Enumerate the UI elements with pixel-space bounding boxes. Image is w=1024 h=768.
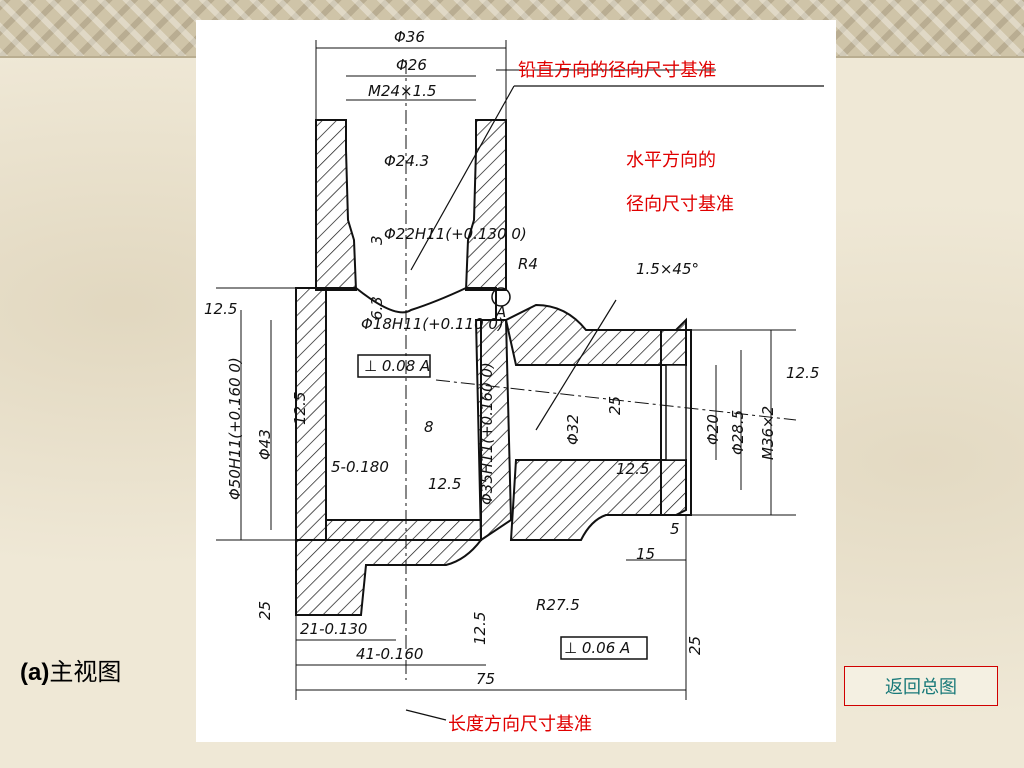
rough-center: 12.5	[428, 475, 462, 493]
dim-len41: 41-0.160	[356, 645, 424, 663]
rough-63: 6.3	[368, 296, 386, 320]
dim-r4: R4	[518, 255, 538, 273]
rough-25-mid: 25	[606, 395, 624, 415]
dim-d26: Φ26	[396, 56, 427, 74]
dim-d20: Φ20	[704, 414, 722, 445]
datum-a-label: A	[496, 303, 507, 321]
rough-bore: 12.5	[291, 391, 309, 425]
dim-len15: 15	[636, 545, 656, 563]
length-datum-label: 长度方向尺寸基准	[448, 714, 592, 735]
back-to-overview-button[interactable]: 返回总图	[844, 666, 998, 706]
rough-left: 12.5	[204, 300, 238, 318]
dim-chamfer: 1.5×45°	[636, 260, 700, 278]
dim-d18h11: Φ18H11(+0.110 0)	[361, 315, 504, 333]
dim-d36: Φ36	[394, 28, 425, 46]
dim-len75: 75	[476, 670, 496, 688]
rough-shaft: 12.5	[616, 460, 650, 478]
horizontal-datum-label-line1: 水平方向的	[626, 150, 716, 171]
dim-d35h11: Φ35H11(+0.160 0)	[478, 362, 496, 505]
tolerance-frame-a: ⊥ 0.08 A	[364, 357, 431, 375]
view-caption: (a)主视图	[20, 658, 122, 686]
dim-len5b: 5-0.180	[331, 458, 389, 476]
drawing-geometry	[216, 40, 824, 721]
horizontal-datum-label-line2: 径向尺寸基准	[626, 194, 734, 215]
dim-d43: Φ43	[256, 429, 274, 460]
rough-right: 12.5	[786, 364, 820, 382]
dim-len21: 21-0.130	[300, 620, 368, 638]
dim-d32: Φ32	[564, 414, 582, 445]
dim-m24: M24×1.5	[368, 82, 437, 100]
rough-flange: 12.5	[471, 611, 489, 645]
tolerance-frame-b: ⊥ 0.06 A	[564, 639, 631, 657]
rough-3: 3	[368, 235, 386, 245]
dim-len8: 8	[424, 418, 434, 436]
dim-d22h11: Φ22H11(+0.130 0)	[384, 225, 527, 243]
dim-d50h11: Φ50H11(+0.160 0)	[226, 357, 244, 500]
rough-25-left: 25	[256, 600, 274, 620]
vertical-datum-label: 铅直方向的径向尺寸基准	[518, 60, 716, 81]
dim-d24-3: Φ24.3	[384, 152, 430, 170]
rough-25-right: 25	[686, 635, 704, 655]
dim-m36: M36×2	[759, 405, 777, 460]
dim-len5: 5	[670, 520, 680, 538]
technical-drawing: Φ36 Φ26 M24×1.5 Φ24.3 Φ22H11(+0.130 0) Φ…	[196, 20, 836, 742]
dim-r27-5: R27.5	[536, 596, 580, 614]
dim-d28-5: Φ28.5	[729, 409, 747, 455]
